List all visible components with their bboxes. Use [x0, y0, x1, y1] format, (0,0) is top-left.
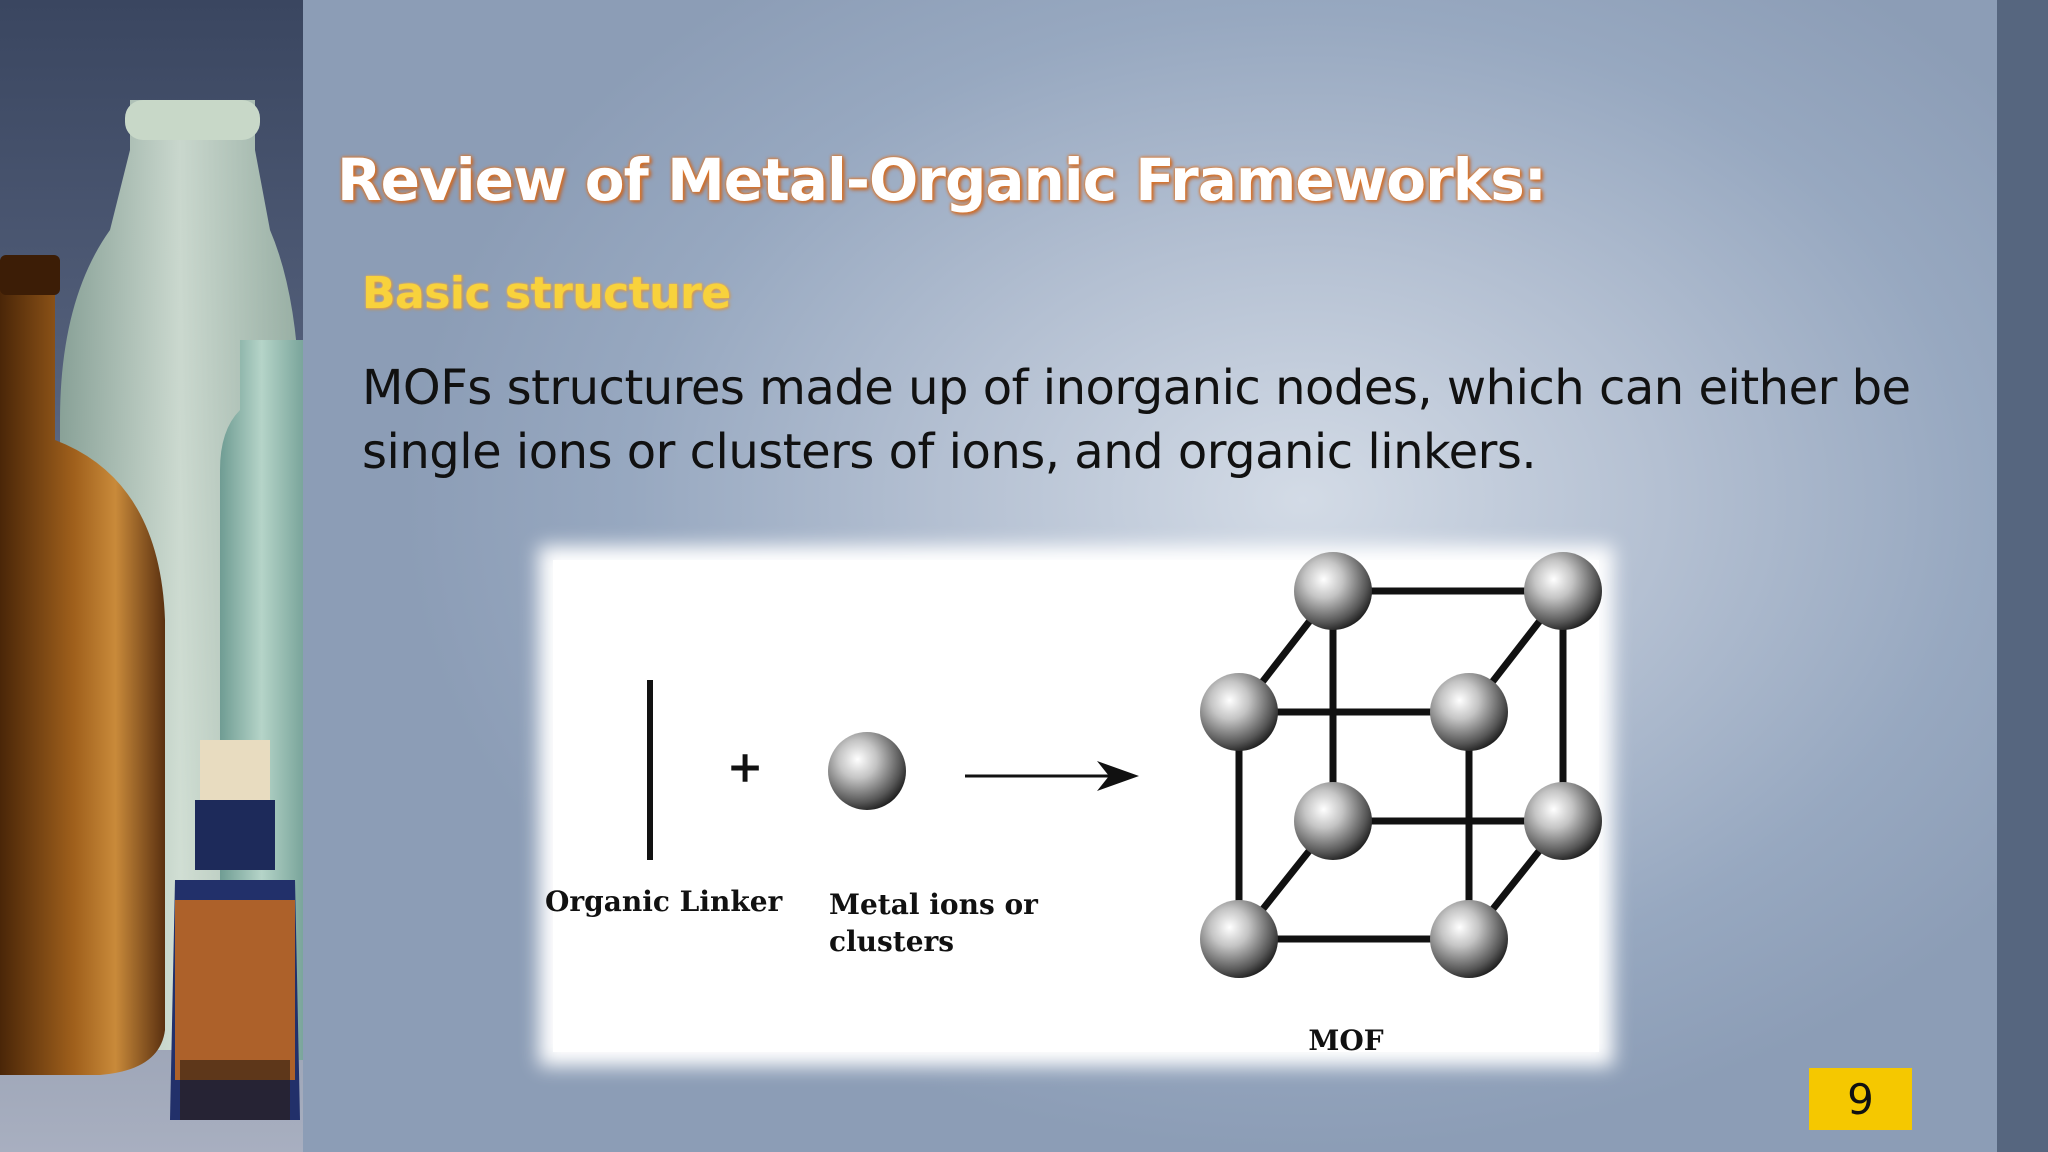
metal-ion-sphere [828, 732, 906, 810]
slide-title: Review of Metal-Organic Frameworks: [337, 146, 1547, 214]
mof-nodes [1200, 552, 1602, 978]
mof-node [1524, 552, 1602, 630]
right-edge-bar [1997, 0, 2048, 1152]
mof-node [1430, 673, 1508, 751]
mof-node [1524, 782, 1602, 860]
mof-diagram: + Organic Linker Metal ions or clusters … [545, 552, 1602, 1057]
metal-ions-label-line2: clusters [829, 925, 954, 958]
metal-ions-label-line1: Metal ions or [829, 888, 1039, 921]
plus-symbol: + [727, 742, 764, 793]
slide-subtitle: Basic structure [362, 268, 731, 319]
mof-cube-frame [1235, 587, 1567, 943]
organic-linker-label: Organic Linker [545, 885, 784, 918]
mof-diagram-svg: + Organic Linker Metal ions or clusters … [545, 552, 1602, 1057]
slide-body-text: MOFs structures made up of inorganic nod… [362, 360, 1911, 480]
mof-node [1294, 782, 1372, 860]
mof-node [1430, 900, 1508, 978]
mof-node [1200, 673, 1278, 751]
mof-label: MOF [1308, 1024, 1383, 1057]
decorative-bottles-photo [0, 0, 303, 1152]
mof-node [1200, 900, 1278, 978]
mof-node [1294, 552, 1372, 630]
slide-number-badge: 9 [1809, 1068, 1912, 1130]
bottles-illustration [0, 100, 303, 1120]
